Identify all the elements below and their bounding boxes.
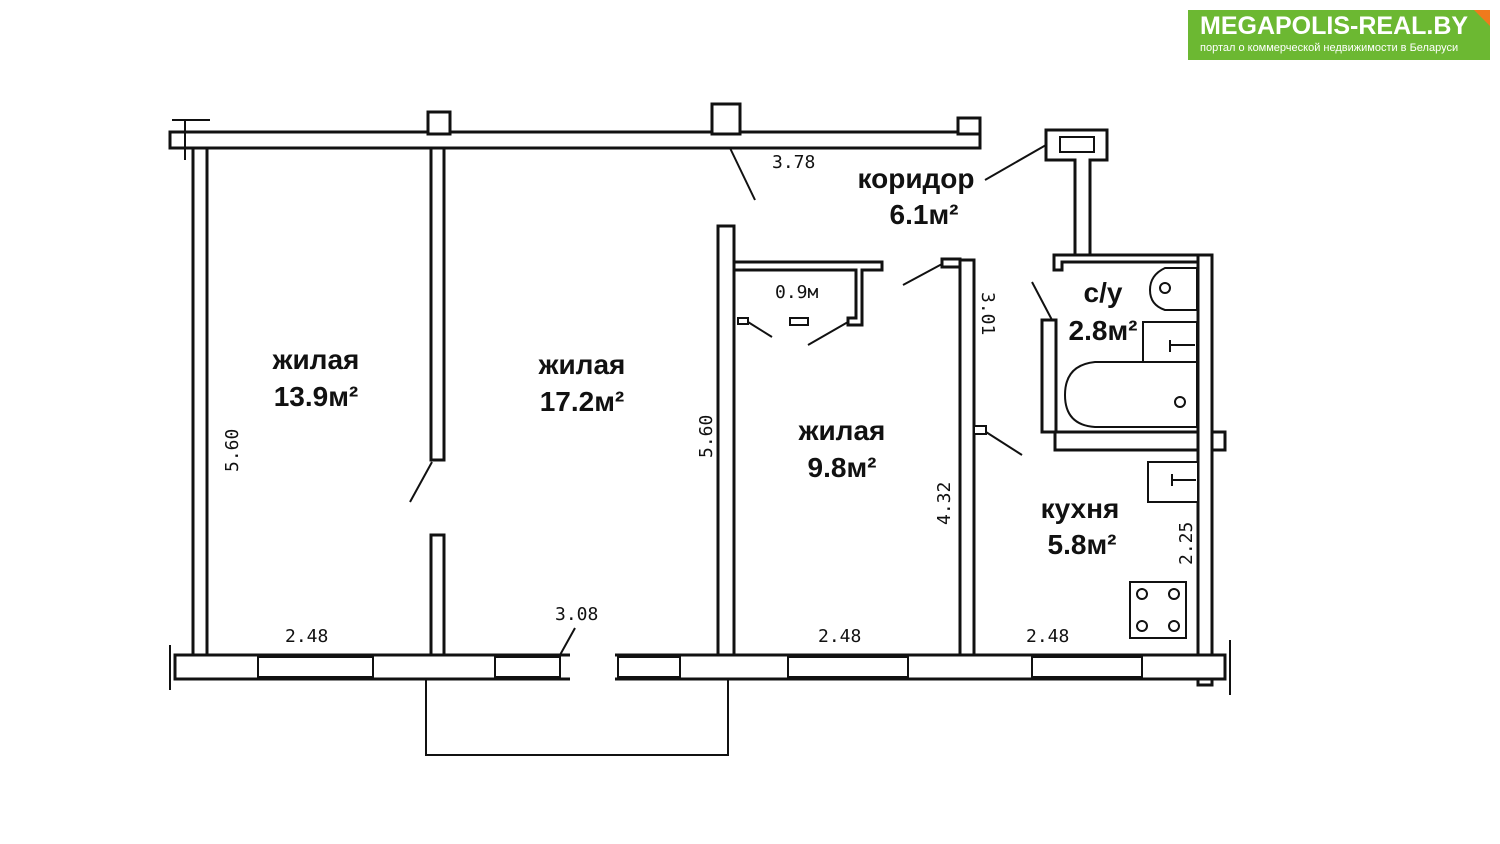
room-area: 6.1м² <box>890 199 959 230</box>
dimension: 4.32 <box>934 482 955 525</box>
site-logo[interactable]: MEGAPOLIS-REAL.BY портал о коммерческой … <box>1188 10 1490 60</box>
dimension: 2.48 <box>1026 626 1069 647</box>
room-area: 5.8м² <box>1048 529 1117 560</box>
room-label: жилая <box>798 415 886 446</box>
right-wall <box>1196 253 1214 687</box>
room-label: жилая <box>272 344 360 375</box>
room-label: с/у <box>1084 277 1123 308</box>
top-wall <box>168 102 982 201</box>
closet <box>732 260 884 346</box>
dimension: 3.01 <box>977 292 998 335</box>
left-wall <box>191 146 209 662</box>
room-area: 2.8м² <box>1069 315 1138 346</box>
balcony <box>425 680 729 756</box>
dimension: 2.25 <box>1176 522 1197 565</box>
room3-right-wall <box>902 257 1023 662</box>
room-area: 13.9м² <box>274 381 359 412</box>
dimension: 3.78 <box>772 152 815 173</box>
dimension: 0.9м <box>775 282 819 303</box>
logo-title: MEGAPOLIS-REAL.BY <box>1200 12 1469 40</box>
logo-corner <box>1474 10 1490 26</box>
bathroom <box>1031 253 1227 452</box>
dimension: 5.60 <box>696 415 717 458</box>
partition-wall <box>409 146 446 662</box>
dimension: 3.08 <box>555 604 598 625</box>
dimension: 2.48 <box>285 626 328 647</box>
room2-right-wall <box>716 224 736 662</box>
dimension: 2.48 <box>818 626 861 647</box>
room-label: жилая <box>538 349 626 380</box>
room-area: 9.8м² <box>808 452 877 483</box>
logo-subtitle: портал о коммерческой недвижимости в Бел… <box>1200 42 1459 54</box>
bottom-wall <box>169 627 1231 695</box>
room-label: кухня <box>1041 493 1120 524</box>
vent-shaft <box>984 128 1109 257</box>
dimension: 5.60 <box>222 429 243 472</box>
room-label: коридор <box>857 163 974 194</box>
kitchen-fixtures <box>1129 461 1199 639</box>
room-area: 17.2м² <box>540 386 625 417</box>
